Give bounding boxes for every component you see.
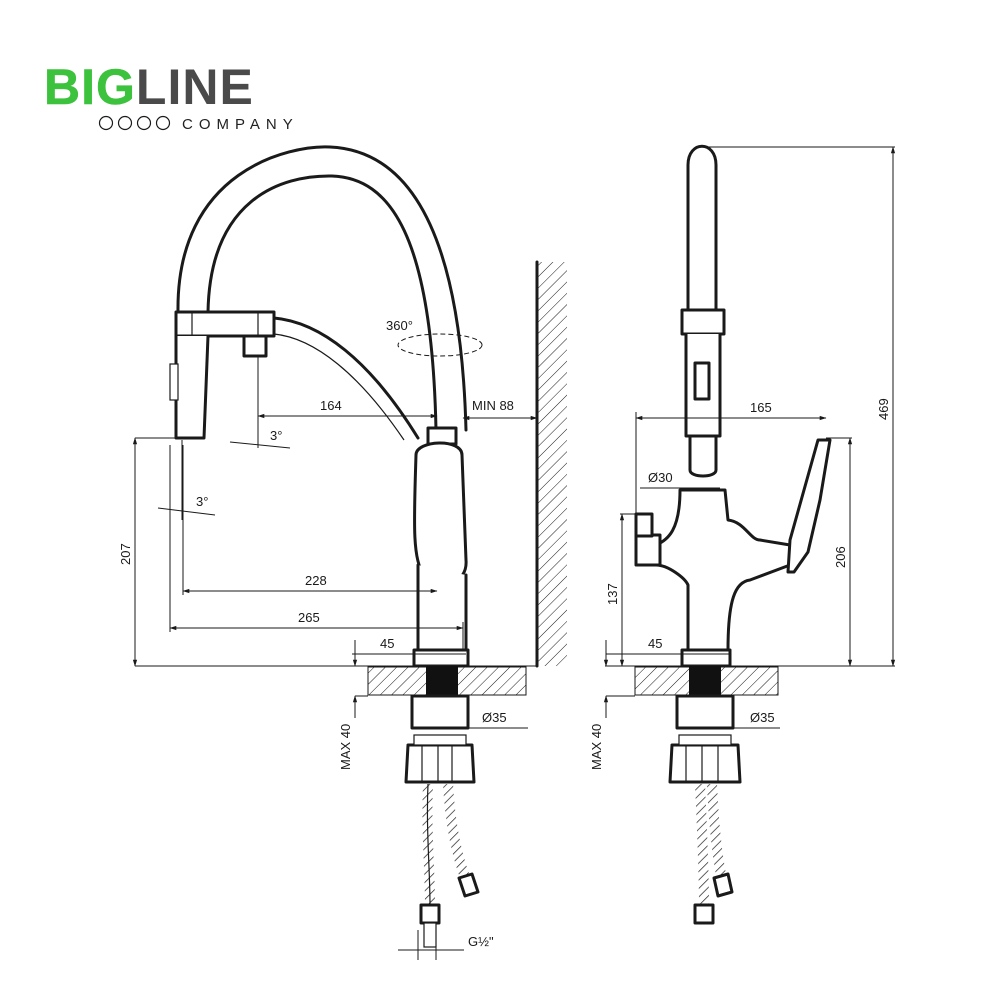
- dim-45-front: 45: [606, 636, 730, 655]
- spout-gooseneck: [176, 145, 468, 432]
- dim-max40-side: MAX 40: [338, 640, 368, 770]
- svg-text:45: 45: [648, 636, 662, 651]
- svg-text:G½": G½": [468, 934, 494, 949]
- dim-connector-thread: G½": [398, 930, 494, 960]
- logo-circles-icon: [98, 115, 171, 131]
- logo-text-big: BIGLINE: [44, 59, 254, 115]
- svg-text:137: 137: [605, 583, 620, 605]
- dim-35-side: Ø35: [412, 710, 528, 729]
- svg-text:265: 265: [298, 610, 320, 625]
- logo-line-part: LINE: [136, 59, 254, 115]
- dim-469: 469: [700, 146, 896, 667]
- svg-text:3°: 3°: [196, 494, 208, 509]
- dim-206: 206: [826, 437, 853, 667]
- svg-text:228: 228: [305, 573, 327, 588]
- wall: [535, 260, 567, 668]
- faucet-body-front: [634, 438, 832, 668]
- svg-text:3°: 3°: [270, 428, 282, 443]
- spray-head: [169, 310, 420, 441]
- swivel-label: 360°: [386, 318, 413, 333]
- spout-front: [680, 144, 726, 478]
- svg-text:45: 45: [380, 636, 394, 651]
- front-view: 469 165 Ø30 206 137 45: [589, 144, 896, 925]
- dim-45-side: 45: [352, 636, 466, 655]
- dim-137: 137: [605, 513, 636, 667]
- dim-165: 165: [635, 400, 827, 520]
- logo-big-part: BIG: [44, 59, 136, 115]
- svg-text:MAX 40: MAX 40: [338, 724, 353, 770]
- faucet-body-side: [412, 426, 470, 668]
- dim-dia30: Ø30: [640, 470, 720, 489]
- logo-subtitle: COMPANY: [182, 116, 299, 133]
- dim-228: 228: [182, 445, 438, 595]
- dim-max40-front: MAX 40: [589, 640, 635, 770]
- threaded-shank-side: [404, 666, 476, 784]
- dim-min88: MIN 88: [462, 398, 538, 421]
- swivel-indicator: 360°: [386, 318, 483, 357]
- svg-text:Ø35: Ø35: [482, 710, 507, 725]
- dim-265: 265: [169, 445, 464, 650]
- countertop-side: [135, 665, 537, 696]
- threaded-shank-front: [668, 666, 742, 784]
- svg-text:MAX 40: MAX 40: [589, 724, 604, 770]
- svg-text:Ø30: Ø30: [648, 470, 673, 485]
- svg-text:207: 207: [118, 543, 133, 565]
- supply-hoses-front: [693, 783, 734, 925]
- svg-text:469: 469: [876, 398, 891, 420]
- dim-164: 164: [257, 356, 438, 420]
- dim-angle-upper: 3°: [229, 356, 291, 449]
- svg-text:Ø35: Ø35: [750, 710, 775, 725]
- svg-text:206: 206: [833, 546, 848, 568]
- supply-hoses-side: [419, 783, 480, 948]
- svg-text:165: 165: [750, 400, 772, 415]
- brand-logo: BIGLINE COMPANY: [44, 59, 299, 133]
- side-view: 360° 164 MIN 88 3° 3° 207: [118, 145, 567, 960]
- countertop-front: [605, 665, 895, 696]
- dim-35-front: Ø35: [677, 710, 780, 729]
- svg-text:MIN 88: MIN 88: [472, 398, 514, 413]
- svg-text:164: 164: [320, 398, 342, 413]
- dim-207: 207: [118, 437, 178, 667]
- dim-angle-lower: 3°: [157, 440, 216, 520]
